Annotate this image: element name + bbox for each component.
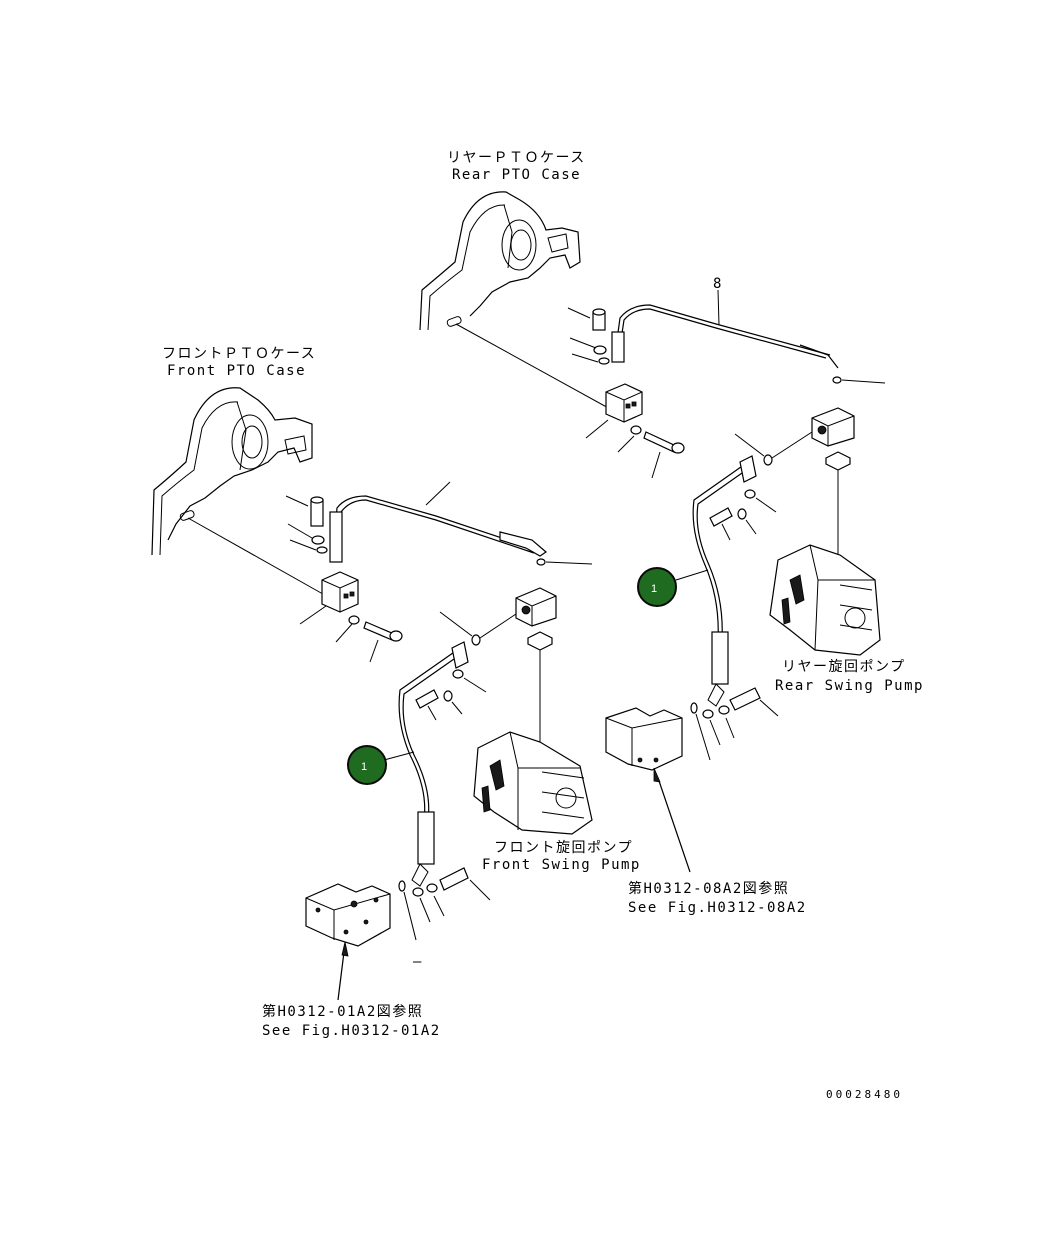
leader-front-case <box>187 517 331 599</box>
drawing-number: 00028480 <box>826 1088 903 1101</box>
front-case-label-jp: フロントＰＴＯケース <box>162 346 316 362</box>
ref-front-label-jp: 第H0312-01A2図参照 <box>262 1003 423 1020</box>
front-pto-case <box>151 387 313 556</box>
rear-oring <box>832 376 842 384</box>
front-swing-pump <box>473 731 593 835</box>
rear-case-label-en: Rear PTO Case <box>452 167 581 183</box>
front-pump-label-en: Front Swing Pump <box>482 857 641 873</box>
rear-pump-label-jp: リヤー旋回ポンプ <box>782 659 906 675</box>
rear-oring-2 <box>763 454 773 466</box>
rear-bracket <box>605 383 643 423</box>
leader-rear-case <box>455 323 613 411</box>
front-connector-block <box>515 587 557 627</box>
front-bolt-top <box>310 496 324 527</box>
front-hose-1 <box>398 641 469 887</box>
rear-swing-pump <box>769 544 881 656</box>
rear-connector-block <box>811 407 855 447</box>
callout-badge-rear <box>637 567 677 607</box>
rear-bolt-side <box>643 431 685 454</box>
front-tube <box>329 495 547 563</box>
front-lower-bolts <box>398 669 469 897</box>
rear-pump-label-en: Rear Swing Pump <box>775 678 924 694</box>
callout-number-rear: 1 <box>651 583 657 595</box>
rear-manifold-block <box>605 707 683 771</box>
ref-rear-label-jp: 第H0312-08A2図参照 <box>628 880 789 897</box>
rear-flange <box>825 451 851 471</box>
rear-hose-1 <box>692 455 757 707</box>
rear-ref-arrow <box>657 777 691 873</box>
rear-pto-case <box>419 191 581 331</box>
callout-badge-front <box>347 745 387 785</box>
front-ref-arrow <box>337 951 345 1001</box>
rear-lower-bolts <box>690 489 761 719</box>
rear-washer-top <box>593 345 610 365</box>
dash-mark: – <box>413 954 423 970</box>
rear-case-label-jp: リヤーＰＴＯケース <box>447 150 586 166</box>
ref-rear-label-en: See Fig.H0312-08A2 <box>628 900 807 916</box>
rear-tube-8 <box>611 304 839 369</box>
front-manifold-block <box>305 883 391 947</box>
front-pump-label-jp: フロント旋回ポンプ <box>494 840 633 856</box>
front-oring <box>536 558 546 566</box>
rear-bolt-top <box>592 308 606 331</box>
part-8-label: 8 <box>713 276 723 292</box>
front-bracket <box>321 571 359 613</box>
front-flange <box>527 631 553 651</box>
front-case-label-en: Front PTO Case <box>167 363 306 379</box>
callout-front: 1 <box>347 745 415 785</box>
ref-front-label-en: See Fig.H0312-01A2 <box>262 1023 441 1039</box>
front-bolt-side <box>363 621 403 642</box>
front-oring-2 <box>471 634 481 646</box>
callout-number-front: 1 <box>361 761 367 773</box>
callout-rear: 1 <box>637 567 709 607</box>
